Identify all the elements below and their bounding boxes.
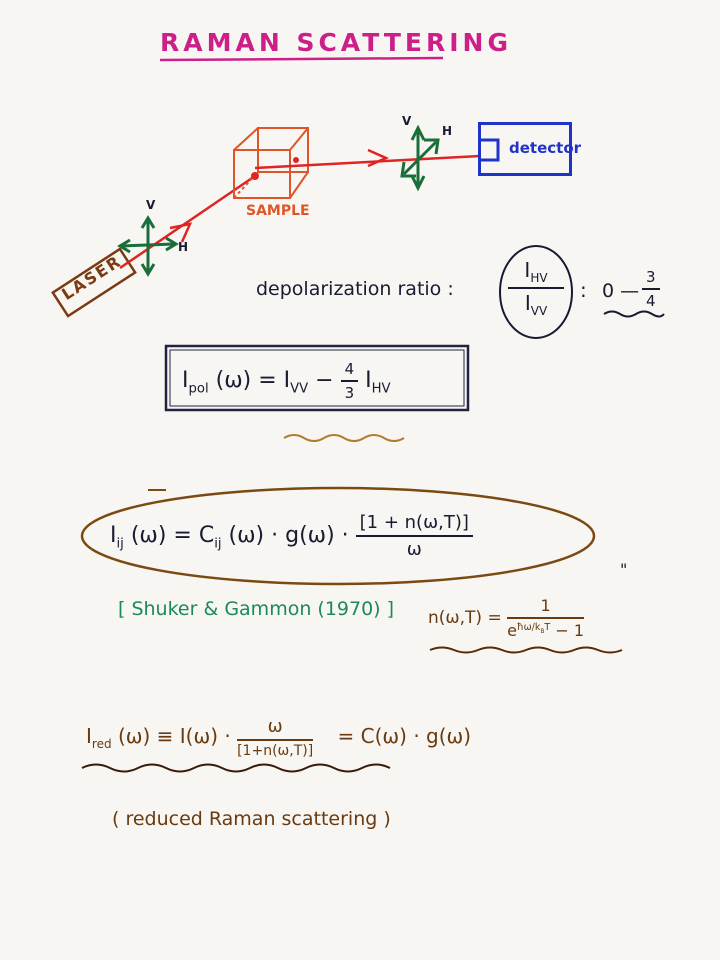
bose-den-tail: − 1	[550, 621, 585, 640]
iij-mid: (ω) = C	[130, 523, 215, 548]
polarizer-analyzer	[400, 124, 440, 192]
beam-arrow-2	[367, 148, 390, 168]
ipol-vv: VV	[290, 381, 309, 397]
bose-den-base: e	[507, 621, 517, 640]
ipol-lhs: I	[182, 368, 189, 393]
detector-box	[478, 122, 572, 176]
bose-exp-main: ħω/k	[516, 621, 541, 633]
sample-exit-dot	[293, 157, 299, 163]
depol-range-frac: 3 4	[642, 268, 660, 310]
depol-den-i: I	[524, 291, 531, 315]
detector-slot	[478, 138, 500, 162]
iij-lhs: I	[110, 523, 117, 548]
iij-frac-den: ω	[406, 539, 422, 560]
depol-range-start: 0 —	[602, 280, 640, 302]
pol-v-label-2: V	[402, 114, 412, 128]
iij-frac: [1 + n(ω,T)] ω	[355, 512, 473, 560]
bose-exp-sub: B	[540, 628, 545, 635]
pol-v-label-1: V	[146, 198, 156, 212]
iij-tail: (ω) · g(ω) ·	[228, 523, 349, 548]
pol-h-label-2: H	[442, 124, 453, 138]
ired-mid: (ω) ≡ I(ω) ·	[117, 724, 231, 748]
ired-frac: ω [1+n(ω,T)]	[237, 716, 314, 759]
ipol-frac-den: 3	[344, 384, 355, 402]
detector-label: detector	[509, 139, 582, 157]
title-underline	[159, 56, 444, 62]
sample-cube	[233, 127, 309, 199]
bose-equation: n(ω,T) = 1 eħω/kBT − 1	[428, 596, 585, 640]
ired-equation: Ired (ω) ≡ I(ω) · ω [1+n(ω,T)] = C(ω) · …	[86, 716, 471, 759]
iij-c-sub: ij	[214, 536, 222, 552]
ipol-equation: Ipol (ω) = IVV − 4 3 IHV	[182, 360, 391, 402]
depol-colon: :	[580, 278, 587, 302]
polarizer-input	[117, 215, 179, 277]
depol-range-num: 3	[642, 268, 660, 290]
ipol-hv-i: I	[365, 368, 372, 393]
scattered-beam	[254, 154, 481, 170]
laser-beam	[119, 174, 256, 270]
depol-num-sub: HV	[530, 271, 548, 285]
ired-lhs: I	[86, 724, 92, 748]
ditto-mark: "	[620, 560, 628, 579]
bose-exp-tail: T	[544, 621, 551, 633]
ipol-squiggle	[283, 434, 405, 442]
reference-citation: [ Shuker & Gammon (1970) ]	[118, 598, 395, 620]
bose-den: eħω/kBT − 1	[507, 619, 584, 640]
ipol-hv: HV	[371, 381, 391, 397]
ipol-minus: −	[315, 368, 334, 393]
iij-lhs-sub: ij	[116, 536, 124, 552]
ired-frac-den: [1+n(ω,T)]	[237, 743, 314, 759]
ipol-frac-num: 4	[340, 360, 359, 382]
ipol-box-inner	[169, 349, 465, 407]
pol-h-label-1: H	[178, 240, 189, 254]
sample-label: SAMPLE	[246, 203, 310, 219]
ired-frac-num: ω	[237, 716, 314, 741]
ipol-frac: 4 3	[340, 360, 359, 402]
depol-den-sub: VV	[530, 304, 548, 318]
bose-num: 1	[507, 596, 585, 619]
sample-entry-dot	[251, 172, 259, 180]
depol-fraction: IHV IVV	[508, 258, 564, 318]
ipol-lhs-arg: (ω) = I	[215, 368, 291, 393]
bose-underline	[429, 646, 623, 654]
ired-rhs: = C(ω) · g(ω)	[337, 724, 472, 748]
depol-range-den: 4	[646, 292, 656, 310]
depol-num-i: I	[524, 258, 531, 282]
bose-frac: 1 eħω/kBT − 1	[507, 596, 585, 640]
bose-exp: ħω/kBT	[516, 621, 551, 635]
depol-label: depolarization ratio :	[256, 278, 454, 300]
iij-frac-num: [1 + n(ω,T)]	[355, 512, 473, 537]
ired-underline	[81, 763, 391, 773]
iij-equation: Iij (ω) = Cij (ω) · g(ω) · [1 + n(ω,T)] …	[110, 512, 473, 560]
ired-lhs-sub: red	[91, 737, 112, 751]
ipol-box	[164, 344, 470, 412]
page-title: RAMAN SCATTERING	[160, 28, 512, 57]
range-squiggle	[603, 310, 665, 318]
depol-numerator: IHV	[508, 258, 564, 289]
laser-box	[51, 247, 137, 318]
bose-lhs: n(ω,T) =	[428, 608, 502, 628]
reduced-note: ( reduced Raman scattering )	[112, 808, 391, 830]
depol-denominator: IVV	[508, 289, 564, 318]
depol-ratio-oval	[499, 245, 573, 339]
beam-arrow-1	[169, 222, 193, 243]
iij-oval	[80, 486, 596, 586]
ipol-lhs-sub: pol	[188, 381, 209, 397]
